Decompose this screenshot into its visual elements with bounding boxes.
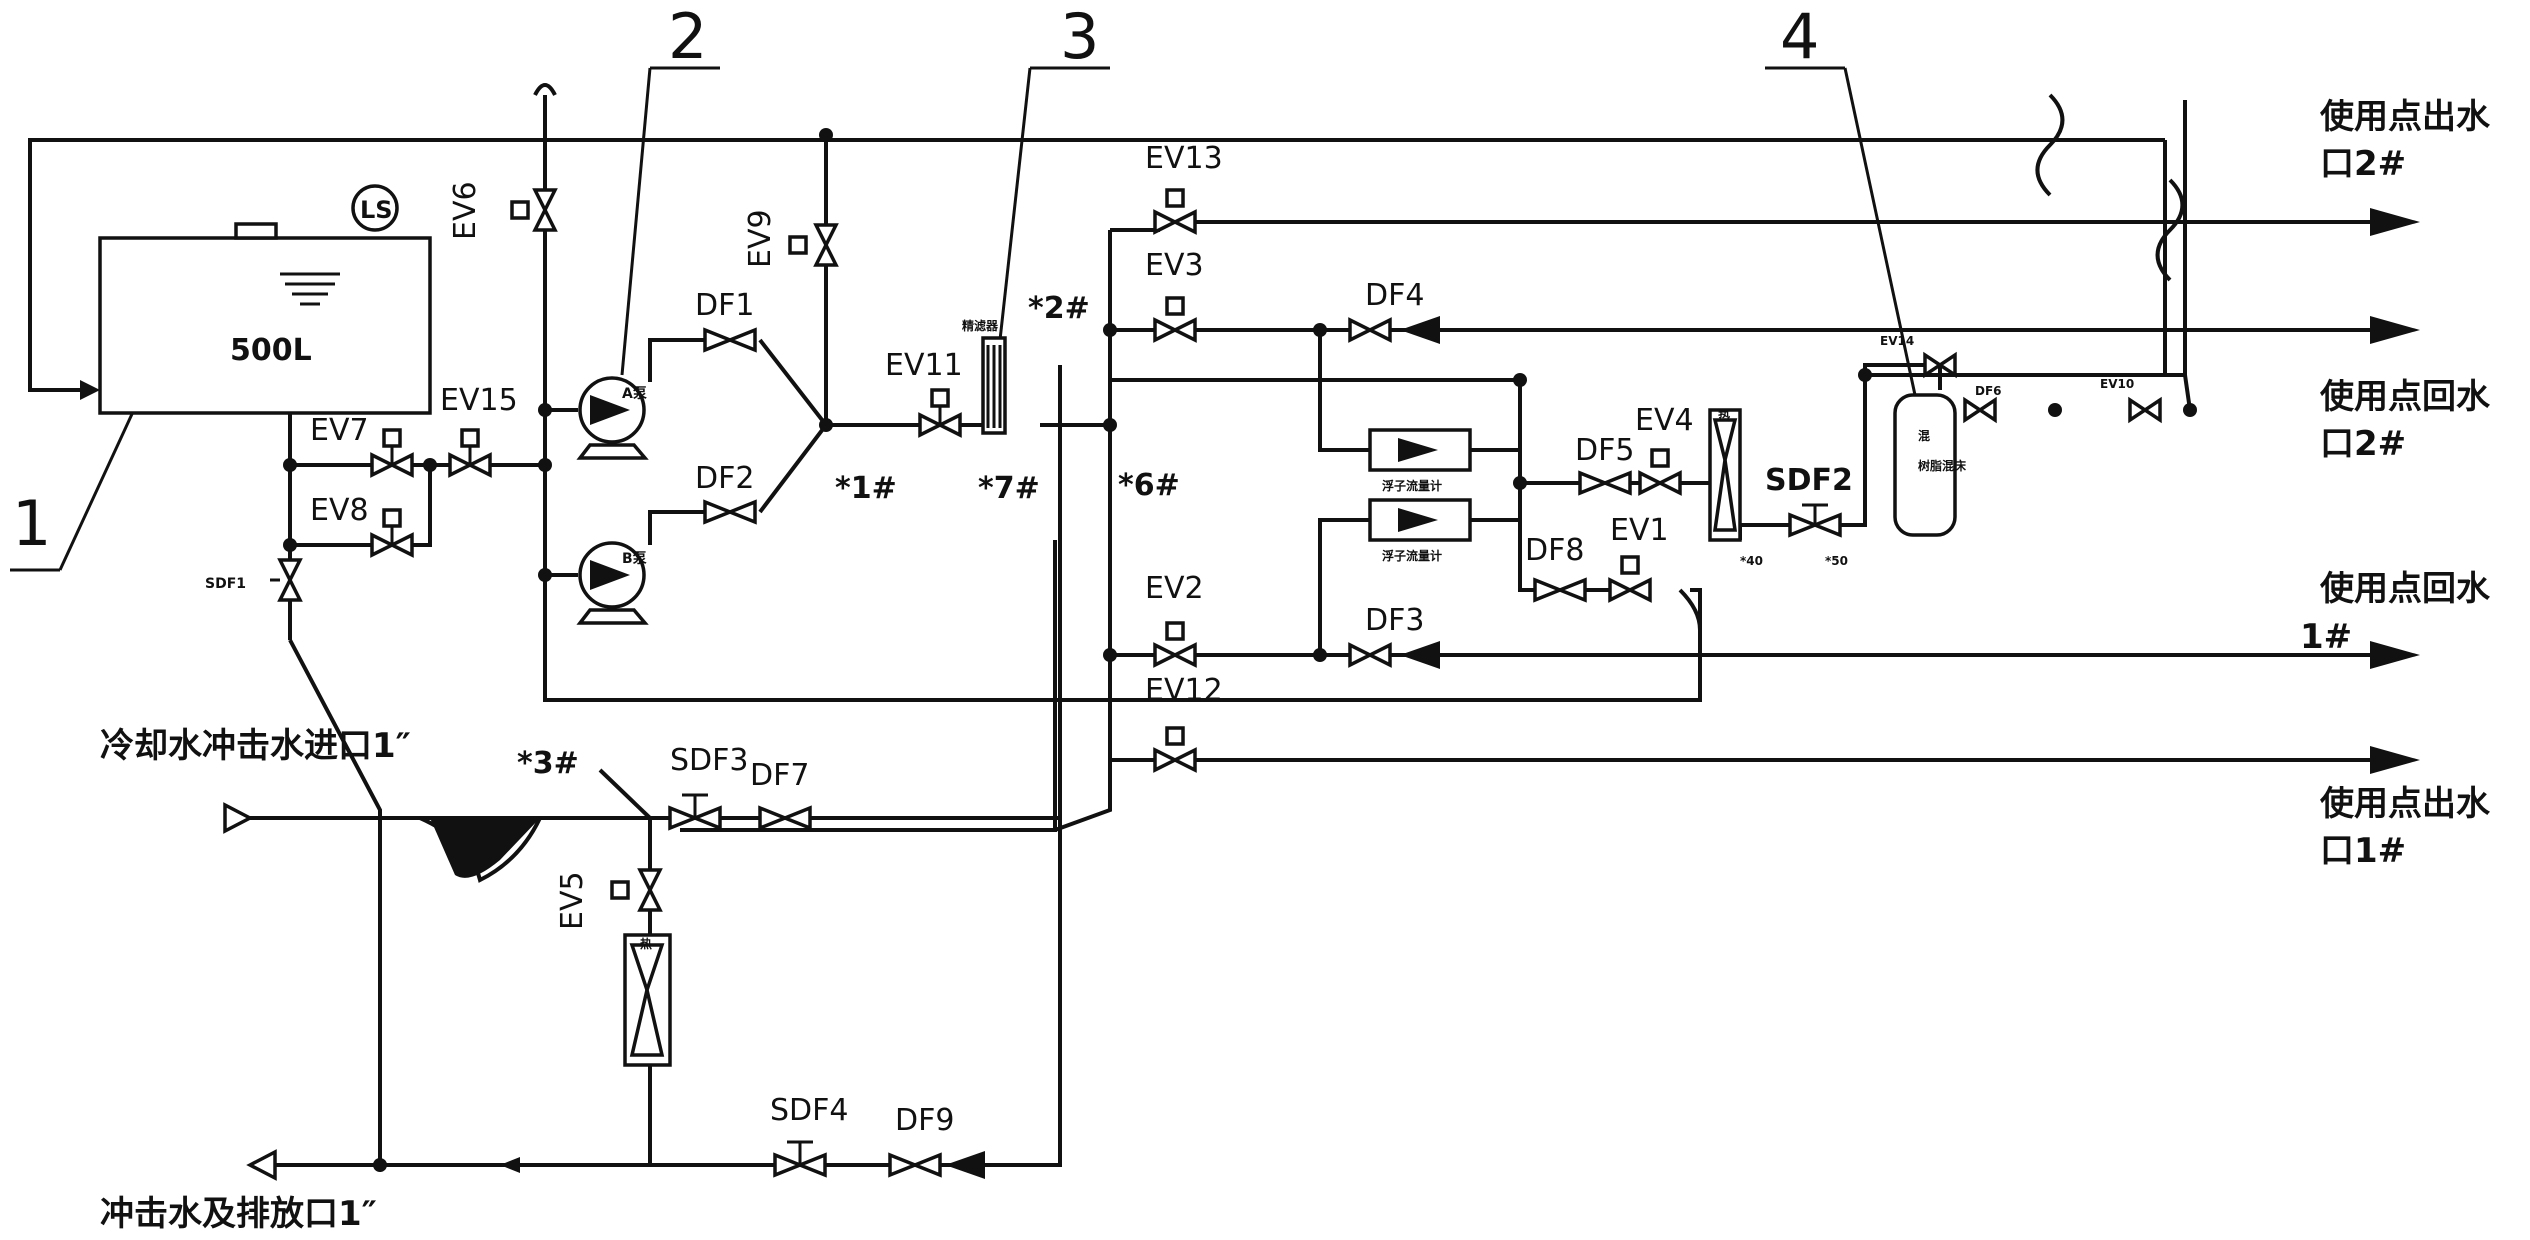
svg-text:*3#: *3# — [517, 746, 579, 781]
svg-text:口1#: 口1# — [2320, 831, 2406, 871]
callout-3: 3 — [998, 0, 1110, 341]
svg-text:EV13: EV13 — [1145, 141, 1223, 176]
pump-a: A泵 — [576, 376, 649, 460]
svg-text:冷却水冲击水进口1″: 冷却水冲击水进口1″ — [100, 726, 411, 766]
svg-text:SDF4: SDF4 — [770, 1093, 849, 1128]
port-labels: 使用点出水 口2# 使用点回水 口2# 使用点回水 1# 使用点出水 口1# 冷… — [100, 97, 2491, 1234]
svg-text:使用点出水: 使用点出水 — [2319, 784, 2491, 824]
svg-text:SDF3: SDF3 — [670, 743, 749, 778]
svg-text:DF2: DF2 — [695, 461, 754, 496]
svg-text:*50: *50 — [1825, 554, 1848, 568]
svg-text:EV11: EV11 — [885, 348, 963, 383]
valve-labels: EV7 EV8 EV15 SDF1 EV6 EV9 DF1 DF2 EV11 E… — [205, 141, 2134, 1138]
svg-text:500L: 500L — [230, 333, 312, 368]
svg-text:使用点出水: 使用点出水 — [2319, 97, 2491, 137]
resin-mixed-bed: 混 树脂混床 — [1893, 393, 1967, 537]
precision-filter: 精滤器 — [962, 318, 1007, 435]
return-to-tank-pipe — [28, 138, 2165, 392]
flowmeter-2: 浮子流量计 — [1368, 498, 1472, 563]
svg-text:1: 1 — [12, 487, 51, 560]
svg-text:EV14: EV14 — [1880, 334, 1914, 348]
svg-text:A泵: A泵 — [622, 386, 647, 402]
svg-text:1#: 1# — [2300, 617, 2352, 657]
svg-text:DF6: DF6 — [1975, 384, 2002, 398]
svg-text:浮子流量计: 浮子流量计 — [1382, 478, 1442, 493]
svg-text:EV9: EV9 — [743, 209, 778, 268]
svg-text:DF7: DF7 — [750, 758, 809, 793]
svg-text:DF3: DF3 — [1365, 603, 1424, 638]
svg-text:EV7: EV7 — [310, 413, 369, 448]
heater-2: 热 — [623, 933, 672, 1067]
svg-text:EV15: EV15 — [440, 383, 518, 418]
svg-text:口2#: 口2# — [2320, 424, 2406, 464]
svg-text:树脂混床: 树脂混床 — [1918, 458, 1967, 473]
svg-text:*6#: *6# — [1118, 468, 1180, 503]
svg-text:EV2: EV2 — [1145, 571, 1204, 606]
callout-4: 4 — [1765, 0, 1917, 396]
svg-text:EV8: EV8 — [310, 493, 369, 528]
heater-1: 热 — [1708, 408, 1742, 542]
svg-text:EV6: EV6 — [448, 181, 483, 240]
svg-text:混: 混 — [1918, 428, 1930, 443]
svg-text:4: 4 — [1780, 0, 1819, 73]
svg-text:浮子流量计: 浮子流量计 — [1382, 548, 1442, 563]
svg-text:EV10: EV10 — [2100, 377, 2134, 391]
svg-text:DF8: DF8 — [1525, 533, 1584, 568]
svg-text:DF5: DF5 — [1575, 433, 1634, 468]
svg-text:*2#: *2# — [1028, 291, 1090, 326]
svg-text:EV3: EV3 — [1145, 248, 1204, 283]
svg-text:SDF1: SDF1 — [205, 576, 246, 592]
callout-1: 1 — [10, 374, 152, 572]
svg-text:SDF2: SDF2 — [1765, 463, 1853, 498]
svg-text:DF9: DF9 — [895, 1103, 954, 1138]
svg-text:2: 2 — [668, 0, 707, 73]
callout-2: 2 — [620, 0, 720, 376]
svg-text:DF4: DF4 — [1365, 278, 1424, 313]
svg-text:EV5: EV5 — [555, 871, 590, 930]
node-tags: *1# *2# *3# *6# *7# *40 *50 — [517, 291, 1848, 781]
svg-text:3: 3 — [1060, 0, 1099, 73]
svg-text:B泵: B泵 — [622, 551, 647, 567]
svg-text:*40: *40 — [1740, 554, 1763, 568]
svg-text:热: 热 — [1718, 408, 1730, 423]
svg-text:精滤器: 精滤器 — [962, 318, 999, 333]
junction-dots — [283, 128, 2197, 1172]
valve-symbols — [270, 188, 2162, 1179]
storage-tank: 500L — [98, 222, 432, 415]
svg-text:使用点回水: 使用点回水 — [2319, 569, 2491, 609]
svg-text:EV1: EV1 — [1610, 513, 1669, 548]
svg-text:*1#: *1# — [835, 471, 897, 506]
svg-text:*7#: *7# — [978, 471, 1040, 506]
svg-text:口2#: 口2# — [2320, 144, 2406, 184]
svg-text:LS: LS — [360, 196, 393, 224]
svg-text:DF1: DF1 — [695, 288, 754, 323]
flowmeter-1: 浮子流量计 — [1368, 428, 1472, 493]
svg-text:EV12: EV12 — [1145, 673, 1223, 708]
svg-text:冲击水及排放口1″: 冲击水及排放口1″ — [100, 1194, 377, 1234]
pump-b: B泵 — [576, 541, 649, 625]
svg-text:EV4: EV4 — [1635, 403, 1694, 438]
svg-text:使用点回水: 使用点回水 — [2319, 377, 2491, 417]
tank-inlet-arrow — [80, 380, 100, 400]
svg-text:热: 热 — [640, 936, 652, 951]
level-switch: LS — [351, 184, 399, 232]
